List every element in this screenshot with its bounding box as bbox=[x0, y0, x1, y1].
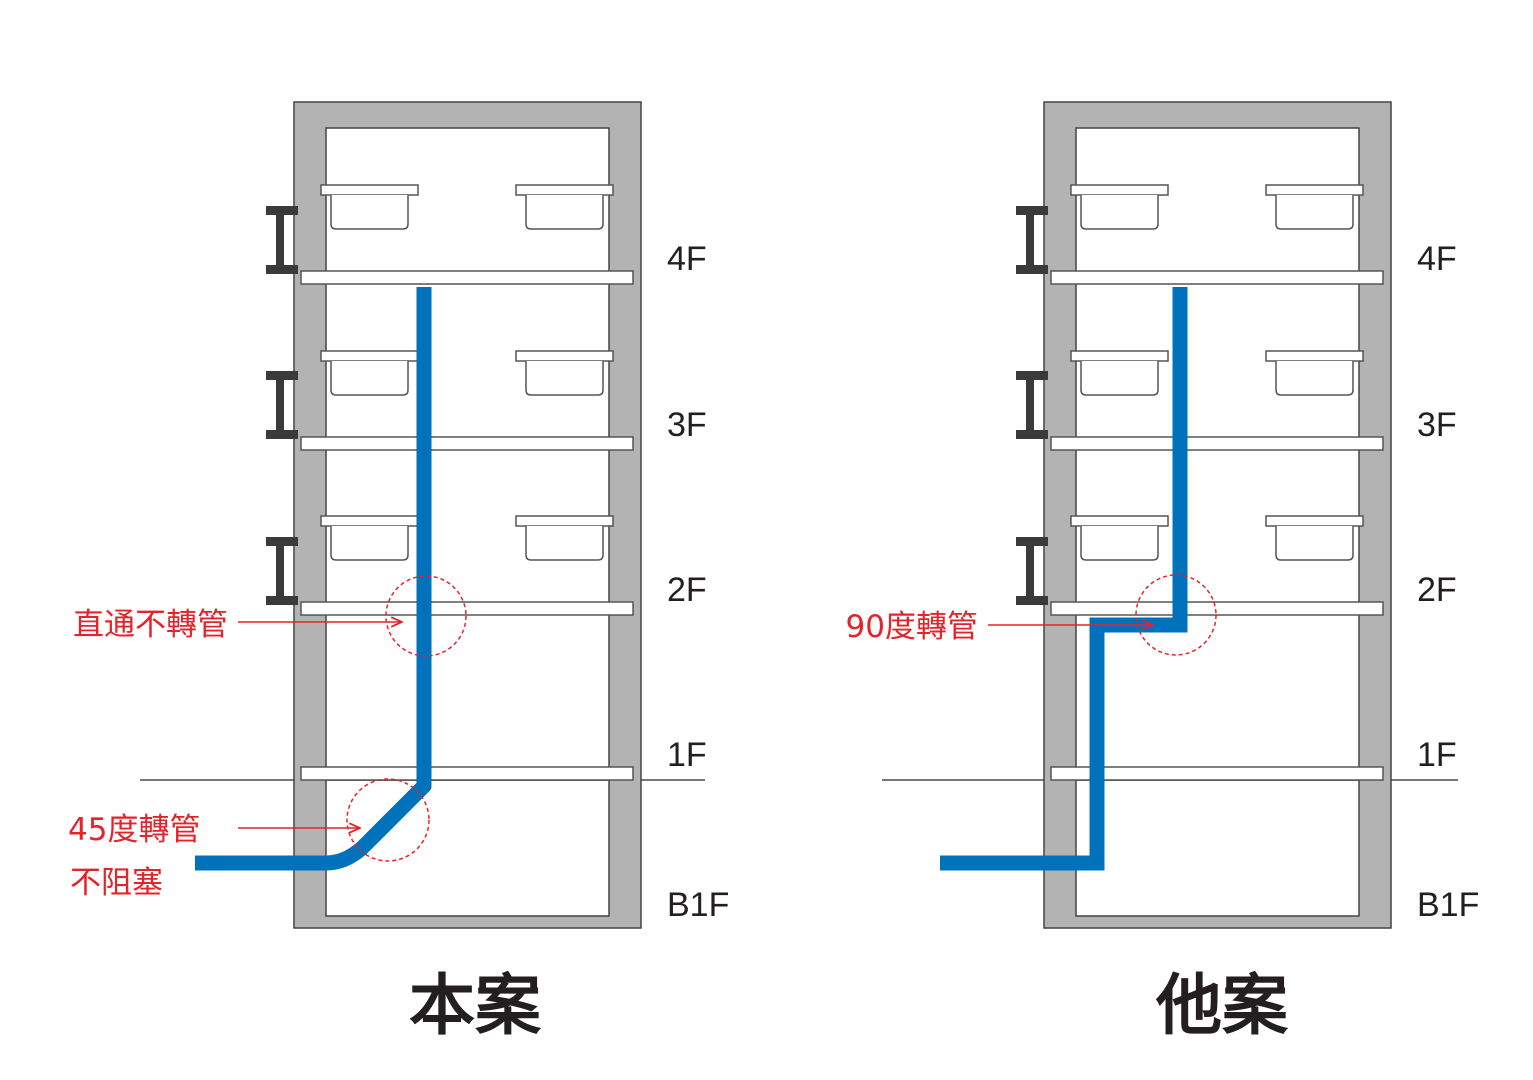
sink-fixture bbox=[1070, 184, 1364, 561]
floor-slab bbox=[1050, 436, 1384, 451]
wall-bracket bbox=[1016, 371, 1048, 439]
building-wall bbox=[293, 101, 642, 929]
wall-bracket bbox=[1016, 206, 1048, 274]
case-title-right: 他案 bbox=[1155, 967, 1289, 1044]
floor-label-2f: 2F bbox=[667, 571, 707, 609]
floor-slab bbox=[1050, 766, 1384, 781]
floor-label-4f: 4F bbox=[1417, 240, 1457, 278]
highlight-circle bbox=[1135, 574, 1217, 656]
floor-label-3f: 3F bbox=[667, 406, 707, 444]
wall-bracket bbox=[266, 371, 298, 439]
building-right: 90度轉管 4F 3F 2F 1F B1F 他案 bbox=[846, 101, 1479, 1044]
annotation-bend90-label: 90度轉管 bbox=[846, 609, 978, 645]
floor-slab bbox=[300, 436, 634, 451]
floor-slab bbox=[1050, 270, 1384, 285]
wall-bracket bbox=[266, 537, 298, 605]
annotation-bend45-label: 45度轉管 bbox=[68, 812, 200, 848]
building-wall bbox=[1043, 101, 1392, 929]
floor-label-4f: 4F bbox=[667, 240, 707, 278]
highlight-circle bbox=[346, 778, 430, 862]
annotation-straight-label: 直通不轉管 bbox=[73, 607, 228, 643]
floor-label-b1f: B1F bbox=[1417, 886, 1479, 924]
floor-label-1f: 1F bbox=[667, 736, 707, 774]
wall-bracket bbox=[266, 206, 298, 274]
drain-pipe bbox=[195, 287, 432, 871]
floor-slab bbox=[300, 270, 634, 285]
floor-label-3f: 3F bbox=[1417, 406, 1457, 444]
floor-slab bbox=[1050, 601, 1384, 616]
highlight-circle bbox=[385, 575, 467, 657]
floor-slab bbox=[300, 601, 634, 616]
wall-bracket bbox=[1016, 537, 1048, 605]
floor-slab bbox=[300, 766, 634, 781]
case-title-left: 本案 bbox=[409, 967, 542, 1044]
sink-fixture bbox=[320, 184, 614, 561]
floor-label-b1f: B1F bbox=[667, 886, 729, 924]
floor-label-2f: 2F bbox=[1417, 571, 1457, 609]
floor-label-1f: 1F bbox=[1417, 736, 1457, 774]
annotation-bend45-sublabel: 不阻塞 bbox=[70, 865, 163, 901]
building-left: 直通不轉管 45度轉管 不阻塞 4F 3F 2F 1F B1F 本案 bbox=[68, 101, 729, 1044]
